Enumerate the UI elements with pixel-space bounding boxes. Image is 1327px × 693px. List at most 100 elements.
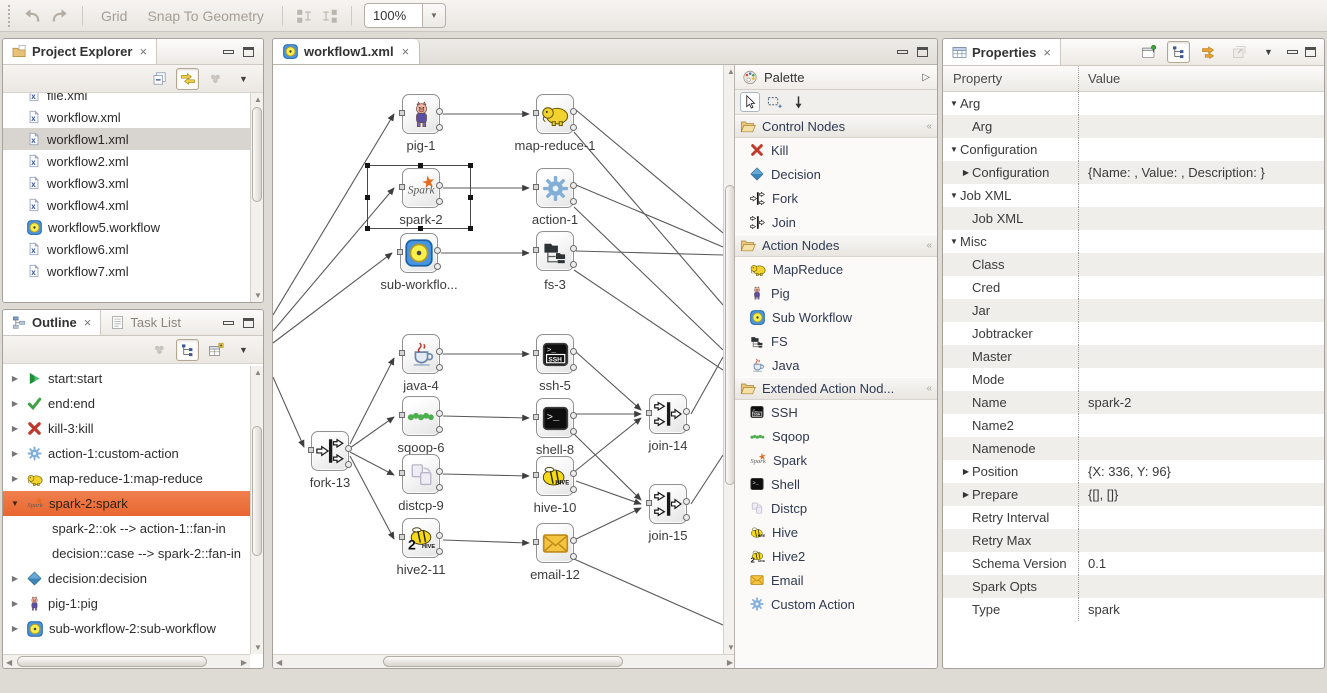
tab-outline[interactable]: Outline ×: [3, 310, 102, 335]
property-row[interactable]: ▼Job XML: [943, 184, 1324, 207]
file-row[interactable]: file.xml: [3, 93, 250, 106]
column-value[interactable]: Value: [1078, 66, 1324, 91]
property-row[interactable]: ▼Arg: [943, 92, 1324, 115]
file-row[interactable]: workflow6.xml: [3, 238, 250, 260]
table-mode-button[interactable]: [204, 339, 227, 361]
node-hive2-11[interactable]: [399, 518, 443, 558]
palette-item-decision[interactable]: Decision: [735, 162, 937, 186]
focus-button[interactable]: [204, 68, 227, 90]
outline-item-start[interactable]: ▶start:start: [11, 371, 103, 386]
palette-item-kill[interactable]: Kill: [735, 138, 937, 162]
redo-icon[interactable]: [50, 6, 70, 26]
palette-item-email[interactable]: Email: [735, 568, 937, 592]
outline-item-pig[interactable]: ▶pig-1:pig: [11, 596, 98, 611]
node-join-14[interactable]: [646, 394, 690, 434]
file-row[interactable]: workflow.xml: [3, 106, 250, 128]
property-row[interactable]: ▶Retry Max: [943, 529, 1324, 552]
palette-item-sub-workflow[interactable]: Sub Workflow: [735, 305, 937, 329]
pin-icon[interactable]: «: [926, 121, 932, 132]
align-distribute-icon[interactable]: [295, 7, 313, 25]
property-row[interactable]: ▶Configuration{Name: , Value: , Descript…: [943, 161, 1324, 184]
file-row[interactable]: workflow5.workflow: [3, 216, 250, 238]
palette-section-action-nodes[interactable]: Action Nodes«: [735, 234, 937, 257]
maximize-button[interactable]: [917, 46, 928, 57]
connection-tool-button[interactable]: [788, 92, 808, 112]
selection-rectangle[interactable]: [365, 163, 473, 231]
property-row[interactable]: ▶Position{X: 336, Y: 96}: [943, 460, 1324, 483]
file-row[interactable]: workflow2.xml: [3, 150, 250, 172]
property-row[interactable]: ▶Retry Interval: [943, 506, 1324, 529]
maximize-button[interactable]: [1305, 47, 1316, 57]
node-sub-workflow-2[interactable]: [397, 233, 441, 273]
node-join-15[interactable]: [646, 484, 690, 524]
pin-icon[interactable]: «: [926, 383, 932, 394]
minimize-button[interactable]: [223, 320, 234, 325]
palette-item-hive[interactable]: Hive: [735, 520, 937, 544]
property-row[interactable]: ▶Cred: [943, 276, 1324, 299]
palette-item-shell[interactable]: Shell: [735, 472, 937, 496]
node-action-1[interactable]: [533, 168, 577, 208]
vertical-scrollbar[interactable]: ▲ ▼: [250, 366, 263, 654]
palette-item-custom-action[interactable]: Custom Action: [735, 592, 937, 616]
pin-view-button[interactable]: [1137, 41, 1160, 63]
file-row[interactable]: workflow3.xml: [3, 172, 250, 194]
view-menu-button[interactable]: ▼: [1257, 41, 1280, 63]
close-icon[interactable]: ×: [1043, 44, 1051, 60]
align-match-icon[interactable]: [321, 7, 339, 25]
tab-project-explorer[interactable]: Project Explorer ×: [3, 39, 158, 64]
close-icon[interactable]: ×: [139, 44, 148, 59]
outline-transition-row[interactable]: decision::case --> spark-2::fan-in: [52, 546, 241, 561]
minimize-button[interactable]: [223, 49, 234, 54]
close-icon[interactable]: ×: [401, 44, 410, 59]
node-java-4[interactable]: [399, 334, 443, 374]
undo-icon[interactable]: [22, 6, 42, 26]
link-with-editor-button[interactable]: [176, 67, 199, 90]
minimize-button[interactable]: [1287, 50, 1298, 54]
node-fs-3[interactable]: [533, 231, 577, 271]
node-sqoop-6[interactable]: [399, 396, 443, 436]
file-row[interactable]: workflow7.xml: [3, 260, 250, 282]
tab-workflow1-xml[interactable]: workflow1.xml ×: [273, 39, 421, 64]
column-property[interactable]: Property: [953, 71, 1003, 86]
palette-flyout-icon[interactable]: ▷: [922, 71, 930, 83]
property-row[interactable]: ▼Configuration: [943, 138, 1324, 161]
tab-properties[interactable]: Properties ×: [943, 39, 1061, 65]
node-shell-8[interactable]: [533, 398, 577, 438]
node-pig-1[interactable]: [399, 94, 443, 134]
grid-toggle[interactable]: Grid: [101, 7, 128, 24]
node-spark-2[interactable]: [399, 168, 443, 208]
palette-item-join[interactable]: Join: [735, 210, 937, 234]
palette-section-control-nodes[interactable]: Control Nodes«: [735, 115, 937, 138]
property-row[interactable]: ▶Jar: [943, 299, 1324, 322]
palette-item-spark[interactable]: Spark: [735, 448, 937, 472]
palette-item-mapreduce[interactable]: MapReduce: [735, 257, 937, 281]
restore-button[interactable]: [1227, 41, 1250, 63]
node-map-reduce-1[interactable]: [533, 94, 577, 134]
property-row[interactable]: ▼Misc: [943, 230, 1324, 253]
sync-button[interactable]: [1197, 41, 1220, 63]
palette-header[interactable]: Palette ▷: [735, 65, 937, 90]
workflow-canvas[interactable]: pig-1 map-reduce-1 spark-2 action-1 sub-…: [273, 65, 736, 668]
zoom-value[interactable]: 100%: [363, 3, 422, 28]
palette-item-distcp[interactable]: Distcp: [735, 496, 937, 520]
pin-icon[interactable]: «: [926, 240, 932, 251]
property-row[interactable]: ▶Job XML: [943, 207, 1324, 230]
palette-item-hive2[interactable]: Hive2: [735, 544, 937, 568]
palette-section-extended-action-nodes[interactable]: Extended Action Nod...«: [735, 377, 937, 400]
property-row[interactable]: ▶Prepare{[], []}: [943, 483, 1324, 506]
close-icon[interactable]: ×: [83, 315, 92, 330]
horizontal-scrollbar[interactable]: ◀ ▶: [3, 654, 250, 668]
maximize-button[interactable]: [243, 46, 254, 57]
palette-item-java[interactable]: Java: [735, 353, 937, 377]
minimize-button[interactable]: [897, 49, 908, 54]
snap-to-geometry-toggle[interactable]: Snap To Geometry: [147, 7, 264, 24]
property-row[interactable]: ▶Spark Opts: [943, 575, 1324, 598]
property-row[interactable]: ▶Namenode: [943, 437, 1324, 460]
marquee-tool-button[interactable]: [764, 92, 784, 112]
palette-item-sqoop[interactable]: Sqoop: [735, 424, 937, 448]
outline-item-spark-selected[interactable]: ▼spark-2:spark: [3, 491, 250, 516]
property-row[interactable]: ▶Class: [943, 253, 1324, 276]
